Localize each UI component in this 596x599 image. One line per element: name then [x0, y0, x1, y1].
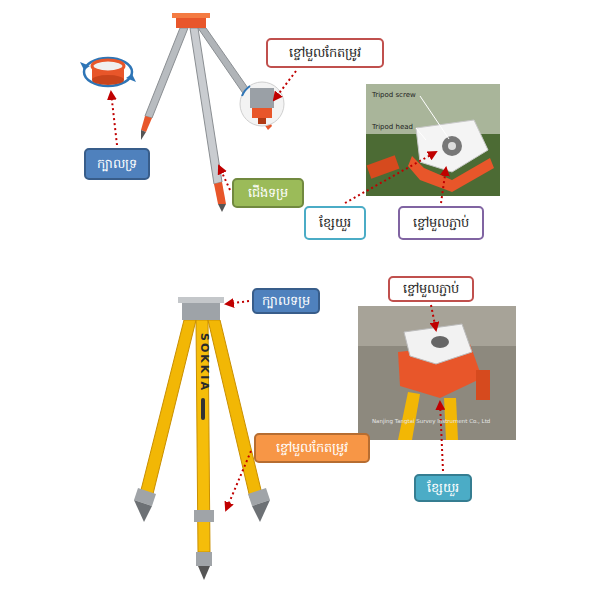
part-label-box: ខ្សែយួរ [304, 206, 366, 240]
head-inset [80, 58, 136, 86]
wooden-tripod [134, 297, 270, 580]
part-label: ខ្សែយួរ [427, 480, 459, 496]
part-label: ក្បាលទ្រ [97, 156, 137, 172]
part-label: ខ្សែយួរ [319, 215, 351, 231]
photo-caption: Tripod head [372, 123, 413, 131]
brand-mark: SOKKIA [198, 333, 211, 392]
part-label-box: ខ្ចៅមួលកែតម្រូវ [266, 38, 384, 68]
watermark: Nanjing Tangtai Survey Instrument Co., L… [372, 418, 490, 424]
part-label-box: ខ្ចៅមួលកែតម្រូវ [254, 433, 370, 463]
part-label-box: ខ្ចៅមួលភ្ជាប់ [398, 206, 484, 240]
part-label-box: ជើងទម្រ [232, 178, 304, 208]
part-label: ខ្ចៅមួលកែតម្រូវ [289, 45, 361, 61]
part-label-box: ខ្សែយួរ [414, 474, 472, 502]
screw-inset [240, 82, 284, 126]
photo-caption: Tripod screw [372, 91, 416, 99]
tripod-head-photo [366, 84, 500, 196]
part-label-box: ក្បាលទ្រ [84, 148, 150, 180]
part-label: ខ្ចៅមួលភ្ជាប់ [413, 215, 469, 231]
wooden-head-photo [358, 306, 516, 440]
part-label-box: ក្បាលទម្រ [252, 288, 320, 314]
part-label: ជើងទម្រ [248, 185, 288, 201]
part-label: ខ្ចៅមួលកែតម្រូវ [276, 440, 348, 456]
part-label: ខ្ចៅមួលភ្ជាប់ [403, 281, 459, 297]
part-label-box: ខ្ចៅមួលភ្ជាប់ [388, 276, 474, 302]
part-label: ក្បាលទម្រ [262, 293, 310, 309]
